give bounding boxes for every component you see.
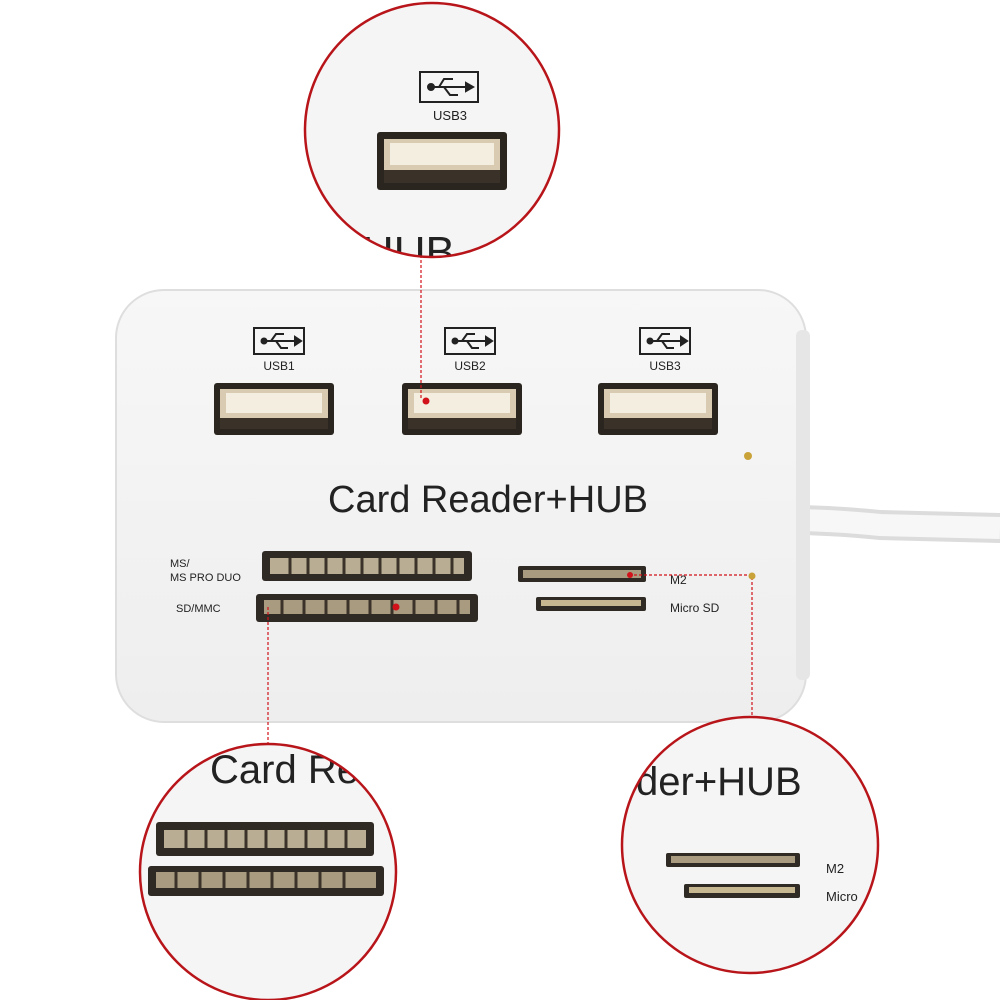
usb-port-label: USB2 — [454, 359, 486, 373]
usb-cable — [775, 505, 1000, 543]
usb-port-1[interactable]: USB1 — [214, 327, 334, 435]
usb-port-3[interactable]: USB3 — [598, 327, 718, 435]
usb-icon — [253, 327, 305, 355]
usb-port-2[interactable]: USB2 — [402, 327, 522, 435]
zoom-hub-text: der+HUB — [636, 760, 802, 804]
microsd-slot[interactable] — [536, 597, 646, 611]
microsd-slot-label: Micro SD — [670, 601, 720, 615]
led-indicator — [744, 452, 752, 460]
indicator-dot — [627, 572, 633, 578]
ms-pro-duo-label: MS PRO DUO — [170, 572, 241, 584]
indicator-dot — [422, 397, 430, 405]
sd-slot-label: SD/MMC — [176, 603, 221, 615]
ms-slot-label: MS/ — [170, 558, 191, 570]
zoom-hub-text: HUB — [362, 228, 455, 277]
usb-icon — [444, 327, 496, 355]
zoom-callout-usb3: USB3 HUB — [303, 1, 561, 277]
usb-symbol-icon — [646, 333, 689, 349]
zoom-card-text: Card Re — [210, 748, 359, 792]
zoom-callout-m2-microsd: der+HUB M2 Micro — [620, 715, 880, 975]
sd-slot[interactable] — [256, 594, 478, 622]
usb-symbol-icon — [451, 333, 494, 349]
usb-port-label: USB1 — [263, 359, 295, 373]
product-title: Card Reader+HUB — [328, 479, 648, 521]
zoom-m2-label: M2 — [826, 861, 844, 876]
indicator-dot — [392, 603, 400, 611]
usb-port-label: USB3 — [649, 359, 681, 373]
ms-slot[interactable] — [262, 551, 472, 581]
m2-slot[interactable] — [518, 566, 646, 582]
m2-slot-label: M2 — [670, 573, 687, 587]
zoom-usb-label: USB3 — [433, 108, 467, 123]
zoom-micro-label: Micro — [826, 889, 858, 904]
usb-icon — [639, 327, 691, 355]
zoom-callout-ms-sd: Card Re — [138, 742, 398, 1000]
callout-anchor-dot — [748, 572, 756, 580]
usb-symbol-icon — [260, 333, 303, 349]
